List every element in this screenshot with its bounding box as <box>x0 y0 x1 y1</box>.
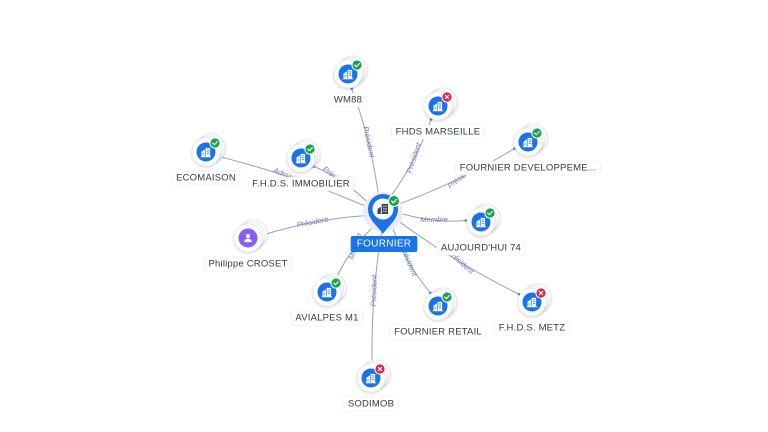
check-badge-icon <box>351 59 363 71</box>
edge-label-aujourd-hui-74: Membre <box>420 215 448 224</box>
node-label: AUJOURD'HUI 74 <box>441 243 521 254</box>
check-badge-icon <box>441 291 453 303</box>
edge-line <box>400 148 515 204</box>
node-avialpes-m1[interactable]: AVIALPES M1 <box>291 273 363 326</box>
edge-label-fhds-marseille: Président <box>405 141 424 175</box>
node-label: FOURNIER RETAIL <box>394 327 482 338</box>
node-label: F.H.D.S. IMMOBILIER <box>252 179 350 190</box>
check-badge-icon <box>304 143 316 155</box>
node-label-chip <box>391 124 485 140</box>
node-label-chip <box>171 170 241 186</box>
node-label: Philippe CROSET <box>208 259 287 270</box>
node-ecomaison[interactable]: ECOMAISON <box>171 133 241 186</box>
check-badge-icon <box>209 137 221 149</box>
check-badge-icon <box>388 195 400 207</box>
edge-aujourd-hui-74: Membre <box>402 213 468 224</box>
node-label-chip <box>204 256 292 272</box>
node-fhds-metz[interactable]: F.H.D.S. METZ <box>494 283 570 336</box>
center-node[interactable]: FOURNIER <box>350 192 418 252</box>
node-sodimob[interactable]: SODIMOB <box>343 359 399 412</box>
building-icon <box>377 204 388 214</box>
node-fhds-immobilier[interactable]: F.H.D.S. IMMOBILIER <box>247 139 355 192</box>
center-label: FOURNIER <box>357 239 412 250</box>
cross-badge-icon <box>441 91 453 103</box>
cross-badge-icon <box>374 363 386 375</box>
node-wm88[interactable]: WM88 <box>329 55 368 108</box>
node-label: ECOMAISON <box>176 173 236 184</box>
node-label-chip <box>455 160 601 176</box>
node-label-chip <box>291 310 363 326</box>
node-label: WM88 <box>334 95 362 106</box>
node-philippe-croset[interactable]: Philippe CROSET <box>204 219 292 272</box>
edge-philippe-croset: Président <box>261 215 364 237</box>
node-label-chip <box>247 176 355 192</box>
edge-fhds-metz: Président <box>399 221 521 296</box>
node-label: AVIALPES M1 <box>295 313 358 324</box>
node-aujourd-hui-74[interactable]: AUJOURD'HUI 74 <box>436 203 526 256</box>
node-label-chip <box>329 92 367 108</box>
check-badge-icon <box>484 207 496 219</box>
check-badge-icon <box>330 277 342 289</box>
edge-label-sodimob: Président <box>369 274 379 307</box>
node-label: FHDS MARSEILLE <box>396 127 481 138</box>
check-badge-icon <box>531 127 543 139</box>
node-fournier-developpement[interactable]: FOURNIER DEVELOPPEME... <box>455 123 601 176</box>
node-label: FOURNIER DEVELOPPEME... <box>460 163 597 174</box>
node-label-chip <box>494 320 570 336</box>
edge-line <box>402 213 467 222</box>
edge-line <box>262 215 364 236</box>
edge-line <box>399 221 520 295</box>
node-fhds-marseille[interactable]: FHDS MARSEILLE <box>391 87 485 140</box>
node-label-chip <box>436 240 526 256</box>
edge-line <box>392 229 431 294</box>
node-label-chip <box>343 396 399 412</box>
node-fournier-retail[interactable]: FOURNIER RETAIL <box>389 287 487 340</box>
edge-label-philippe-croset: Président <box>296 215 330 230</box>
center-label-chip <box>350 236 418 252</box>
node-label: F.H.D.S. METZ <box>499 323 565 334</box>
edge-label-wm88: Président <box>361 125 377 159</box>
cross-badge-icon <box>535 287 547 299</box>
node-label-chip <box>389 324 487 340</box>
node-label: SODIMOB <box>348 399 394 410</box>
